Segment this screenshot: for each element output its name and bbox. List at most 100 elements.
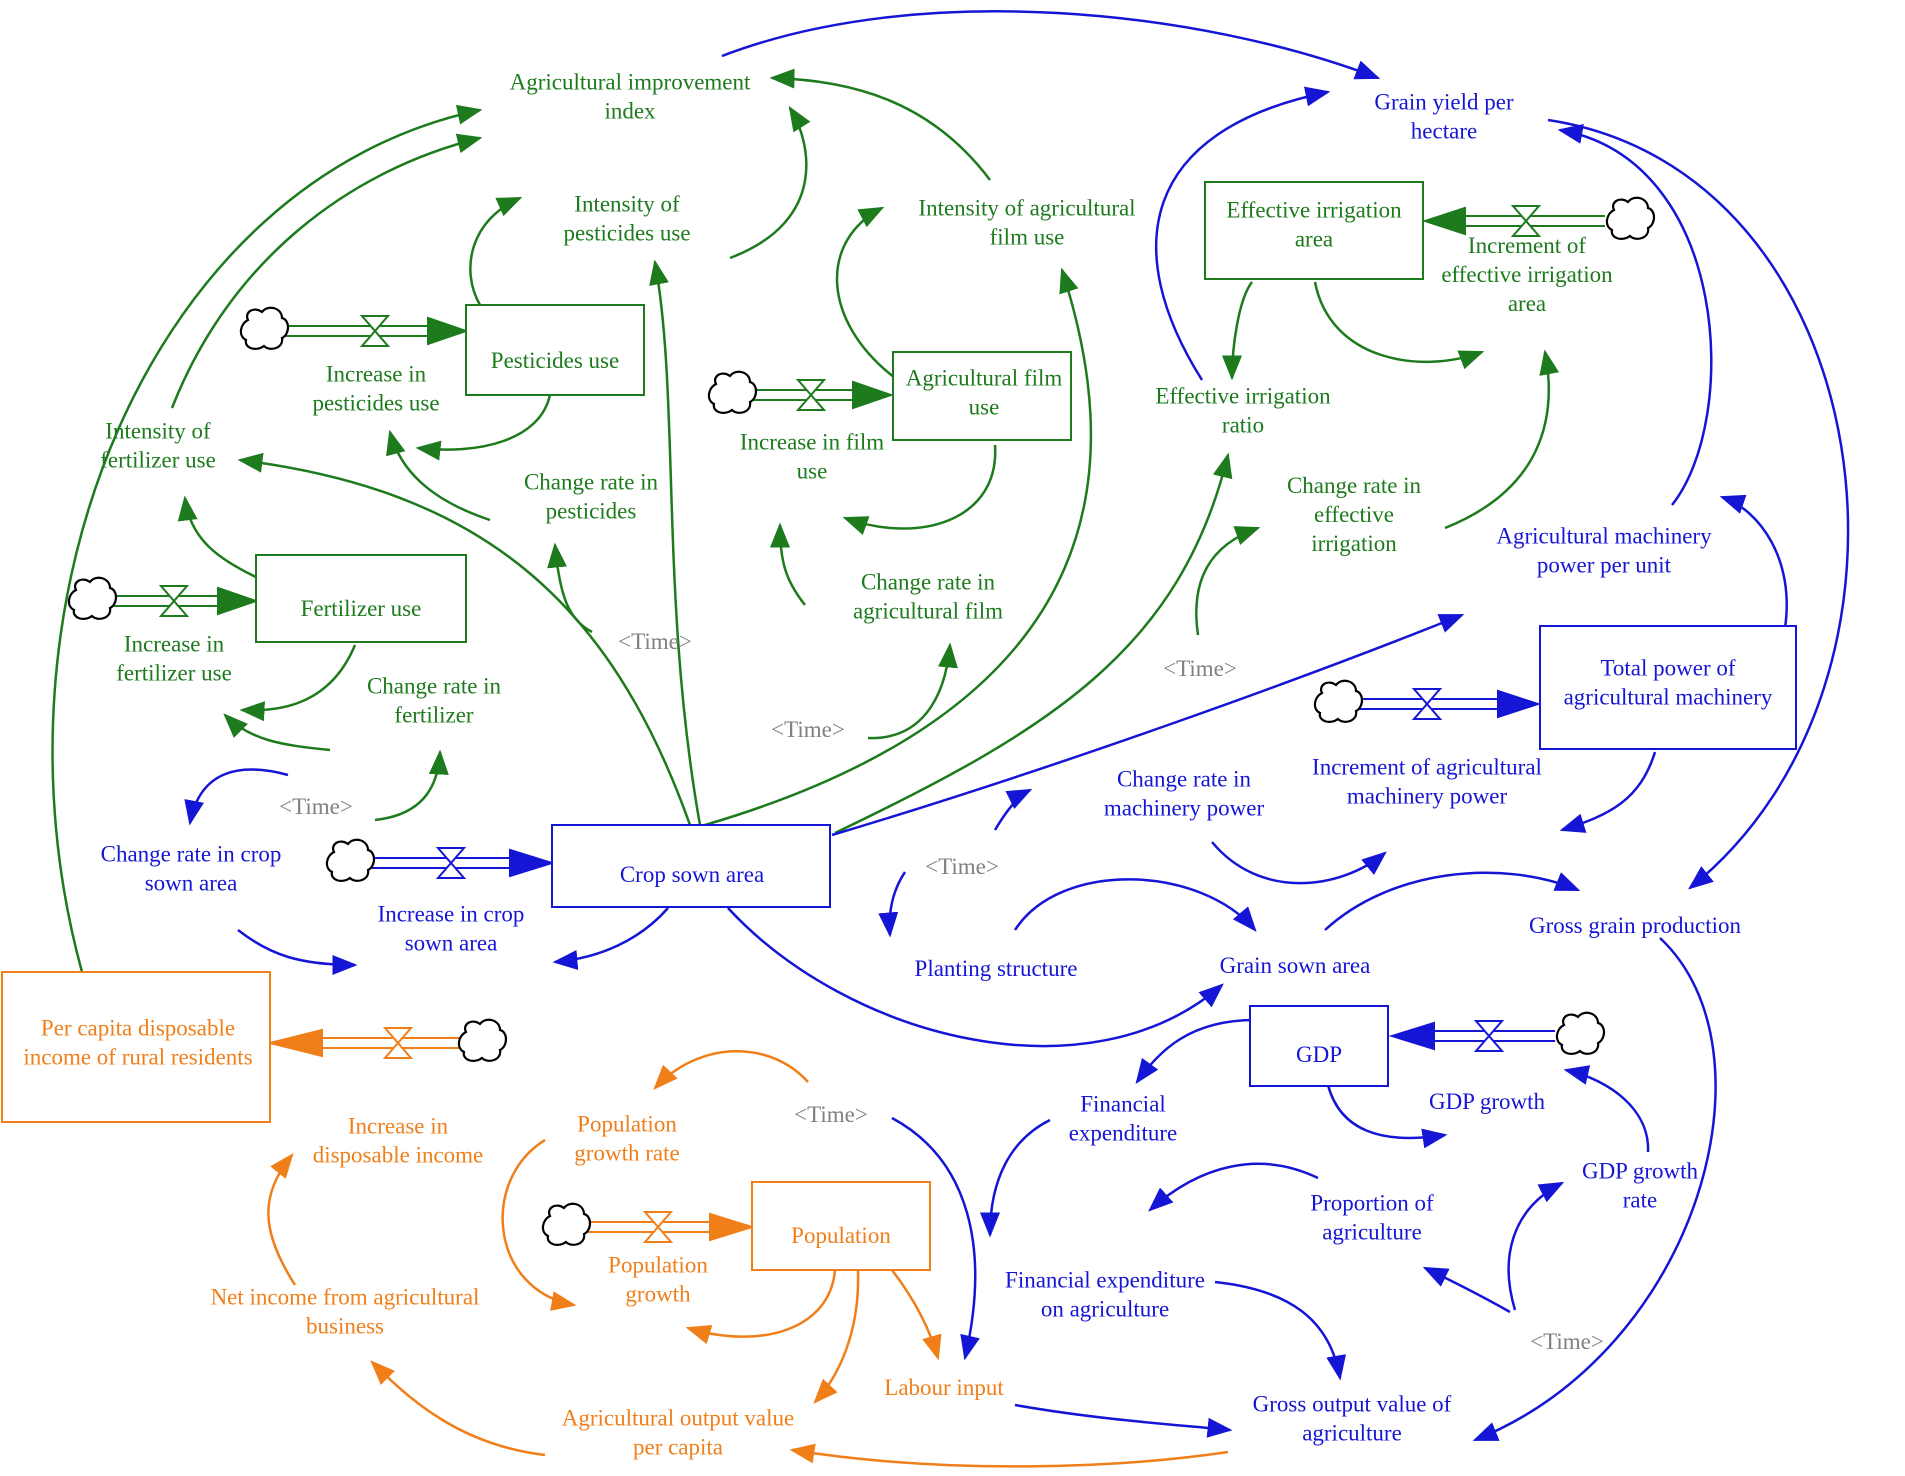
label-line: Increase in film xyxy=(740,430,884,455)
label-time-pesticides: <Time> xyxy=(618,629,692,654)
label-line: sown area xyxy=(405,931,498,956)
link-time-to-change-mach xyxy=(993,788,1033,831)
label-line: Change rate in xyxy=(1117,767,1252,792)
link-fertilizer-to-increase xyxy=(239,644,357,722)
link-fertilizer-to-intensity xyxy=(177,495,259,580)
label-gross-grain: Gross grain production xyxy=(1529,913,1742,938)
label-line: agriculture xyxy=(1322,1220,1422,1245)
link-crop-to-machinery-per-unit xyxy=(831,613,1465,837)
label-line: Grain sown area xyxy=(1220,953,1371,978)
label-fertilizer-use: Fertilizer use xyxy=(301,596,422,621)
label-line: sown area xyxy=(145,871,238,896)
label-time-machinery: <Time> xyxy=(925,854,999,879)
label-line: Change rate in xyxy=(1287,473,1422,498)
label-line: agricultural film xyxy=(853,599,1003,624)
label-change-film: Change rate in agricultural film xyxy=(853,570,1003,624)
label-line: power per unit xyxy=(1537,553,1672,578)
link-output-to-output-pc xyxy=(789,1443,1229,1468)
link-film-intensity-to-improvement xyxy=(769,68,991,181)
label-line: Increment of agricultural xyxy=(1312,755,1542,780)
label-grain-sown-area: Grain sown area xyxy=(1220,953,1371,978)
link-time-to-change-fert xyxy=(374,749,449,822)
stock-machinery-total xyxy=(1539,625,1797,750)
link-time-to-planting xyxy=(878,871,907,938)
link-pesticides-to-increase xyxy=(415,394,552,461)
label-line: per capita xyxy=(633,1435,723,1460)
label-line: Agricultural output value xyxy=(562,1406,795,1431)
link-change-irr-to-increment xyxy=(1444,349,1560,530)
label-line: film use xyxy=(990,225,1065,250)
valves xyxy=(158,205,1542,1243)
link-yield-to-gross-grain xyxy=(1547,118,1850,890)
link-improvement-to-yield xyxy=(721,10,1381,80)
label-line: agriculture xyxy=(1302,1421,1402,1446)
label-line: on agriculture xyxy=(1041,1297,1169,1322)
label-line: GDP growth xyxy=(1582,1159,1699,1184)
label-line: Intensity of xyxy=(105,419,211,444)
valve-crop-icon xyxy=(435,847,467,879)
label-line: area xyxy=(1508,291,1546,316)
valve-film-icon xyxy=(795,379,827,411)
label-change-machinery: Change rate in machinery power xyxy=(1104,767,1265,821)
link-fin-agri-to-output xyxy=(1214,1280,1347,1381)
cloud-film-icon xyxy=(707,370,758,414)
label-line: Population xyxy=(608,1253,708,1278)
link-crop-to-grain-sown xyxy=(727,907,1224,1048)
label-line: Per capita disposable xyxy=(41,1016,235,1041)
label-line: Effective irrigation xyxy=(1155,384,1331,409)
label-line: use xyxy=(797,459,828,484)
valve-population-icon xyxy=(642,1211,674,1243)
link-gross-grain-to-output xyxy=(1472,937,1717,1442)
stock-per-capita-income xyxy=(1,971,271,1123)
link-grain-sown-to-gross-grain xyxy=(1324,871,1581,931)
link-change-mach-to-increment xyxy=(1211,841,1387,885)
label-line: machinery power xyxy=(1347,784,1508,809)
label-line: Financial expenditure xyxy=(1005,1268,1205,1293)
label-line: irrigation xyxy=(1311,531,1397,556)
link-pesticides-to-intensity xyxy=(469,196,523,306)
link-population-to-labour xyxy=(891,1269,942,1361)
label-line: hectare xyxy=(1411,119,1477,144)
cloud-pesticides-icon xyxy=(239,306,290,350)
valve-income-icon xyxy=(382,1027,414,1059)
link-time-to-pop-growth-rate xyxy=(653,1050,809,1090)
label-line: use xyxy=(969,395,1000,420)
label-line: pesticides use xyxy=(312,391,439,416)
label-line: Proportion of xyxy=(1310,1191,1434,1216)
label-line: Change rate in crop xyxy=(101,842,282,867)
label-pesticides-use: Pesticides use xyxy=(491,348,619,373)
link-time-to-change-pest xyxy=(547,542,593,634)
label-line: Change rate in xyxy=(861,570,996,595)
label-population: Population xyxy=(791,1223,891,1248)
link-time-to-change-film xyxy=(867,642,958,740)
label-line: fertilizer use xyxy=(100,448,216,473)
label-line: fertilizer xyxy=(394,703,474,728)
label-line: Change rate in xyxy=(367,674,502,699)
label-line: Increase in xyxy=(348,1114,449,1139)
valve-irrigation-icon xyxy=(1510,205,1542,237)
stock-irrigation-area xyxy=(1204,181,1424,280)
link-pop-growth-rate-to-growth xyxy=(501,1138,577,1311)
link-crop-to-pest-intensity xyxy=(649,259,702,826)
label-line: Planting structure xyxy=(915,956,1078,981)
cloud-crop-icon xyxy=(325,838,376,882)
label-line: disposable income xyxy=(313,1143,484,1168)
label-line: growth rate xyxy=(574,1141,679,1166)
label-line: Population xyxy=(577,1112,677,1137)
label-line: business xyxy=(306,1314,384,1339)
label-pop-growth-rate: Population growth rate xyxy=(574,1112,679,1166)
green-links xyxy=(51,68,1560,973)
label-line: machinery power xyxy=(1104,796,1265,821)
